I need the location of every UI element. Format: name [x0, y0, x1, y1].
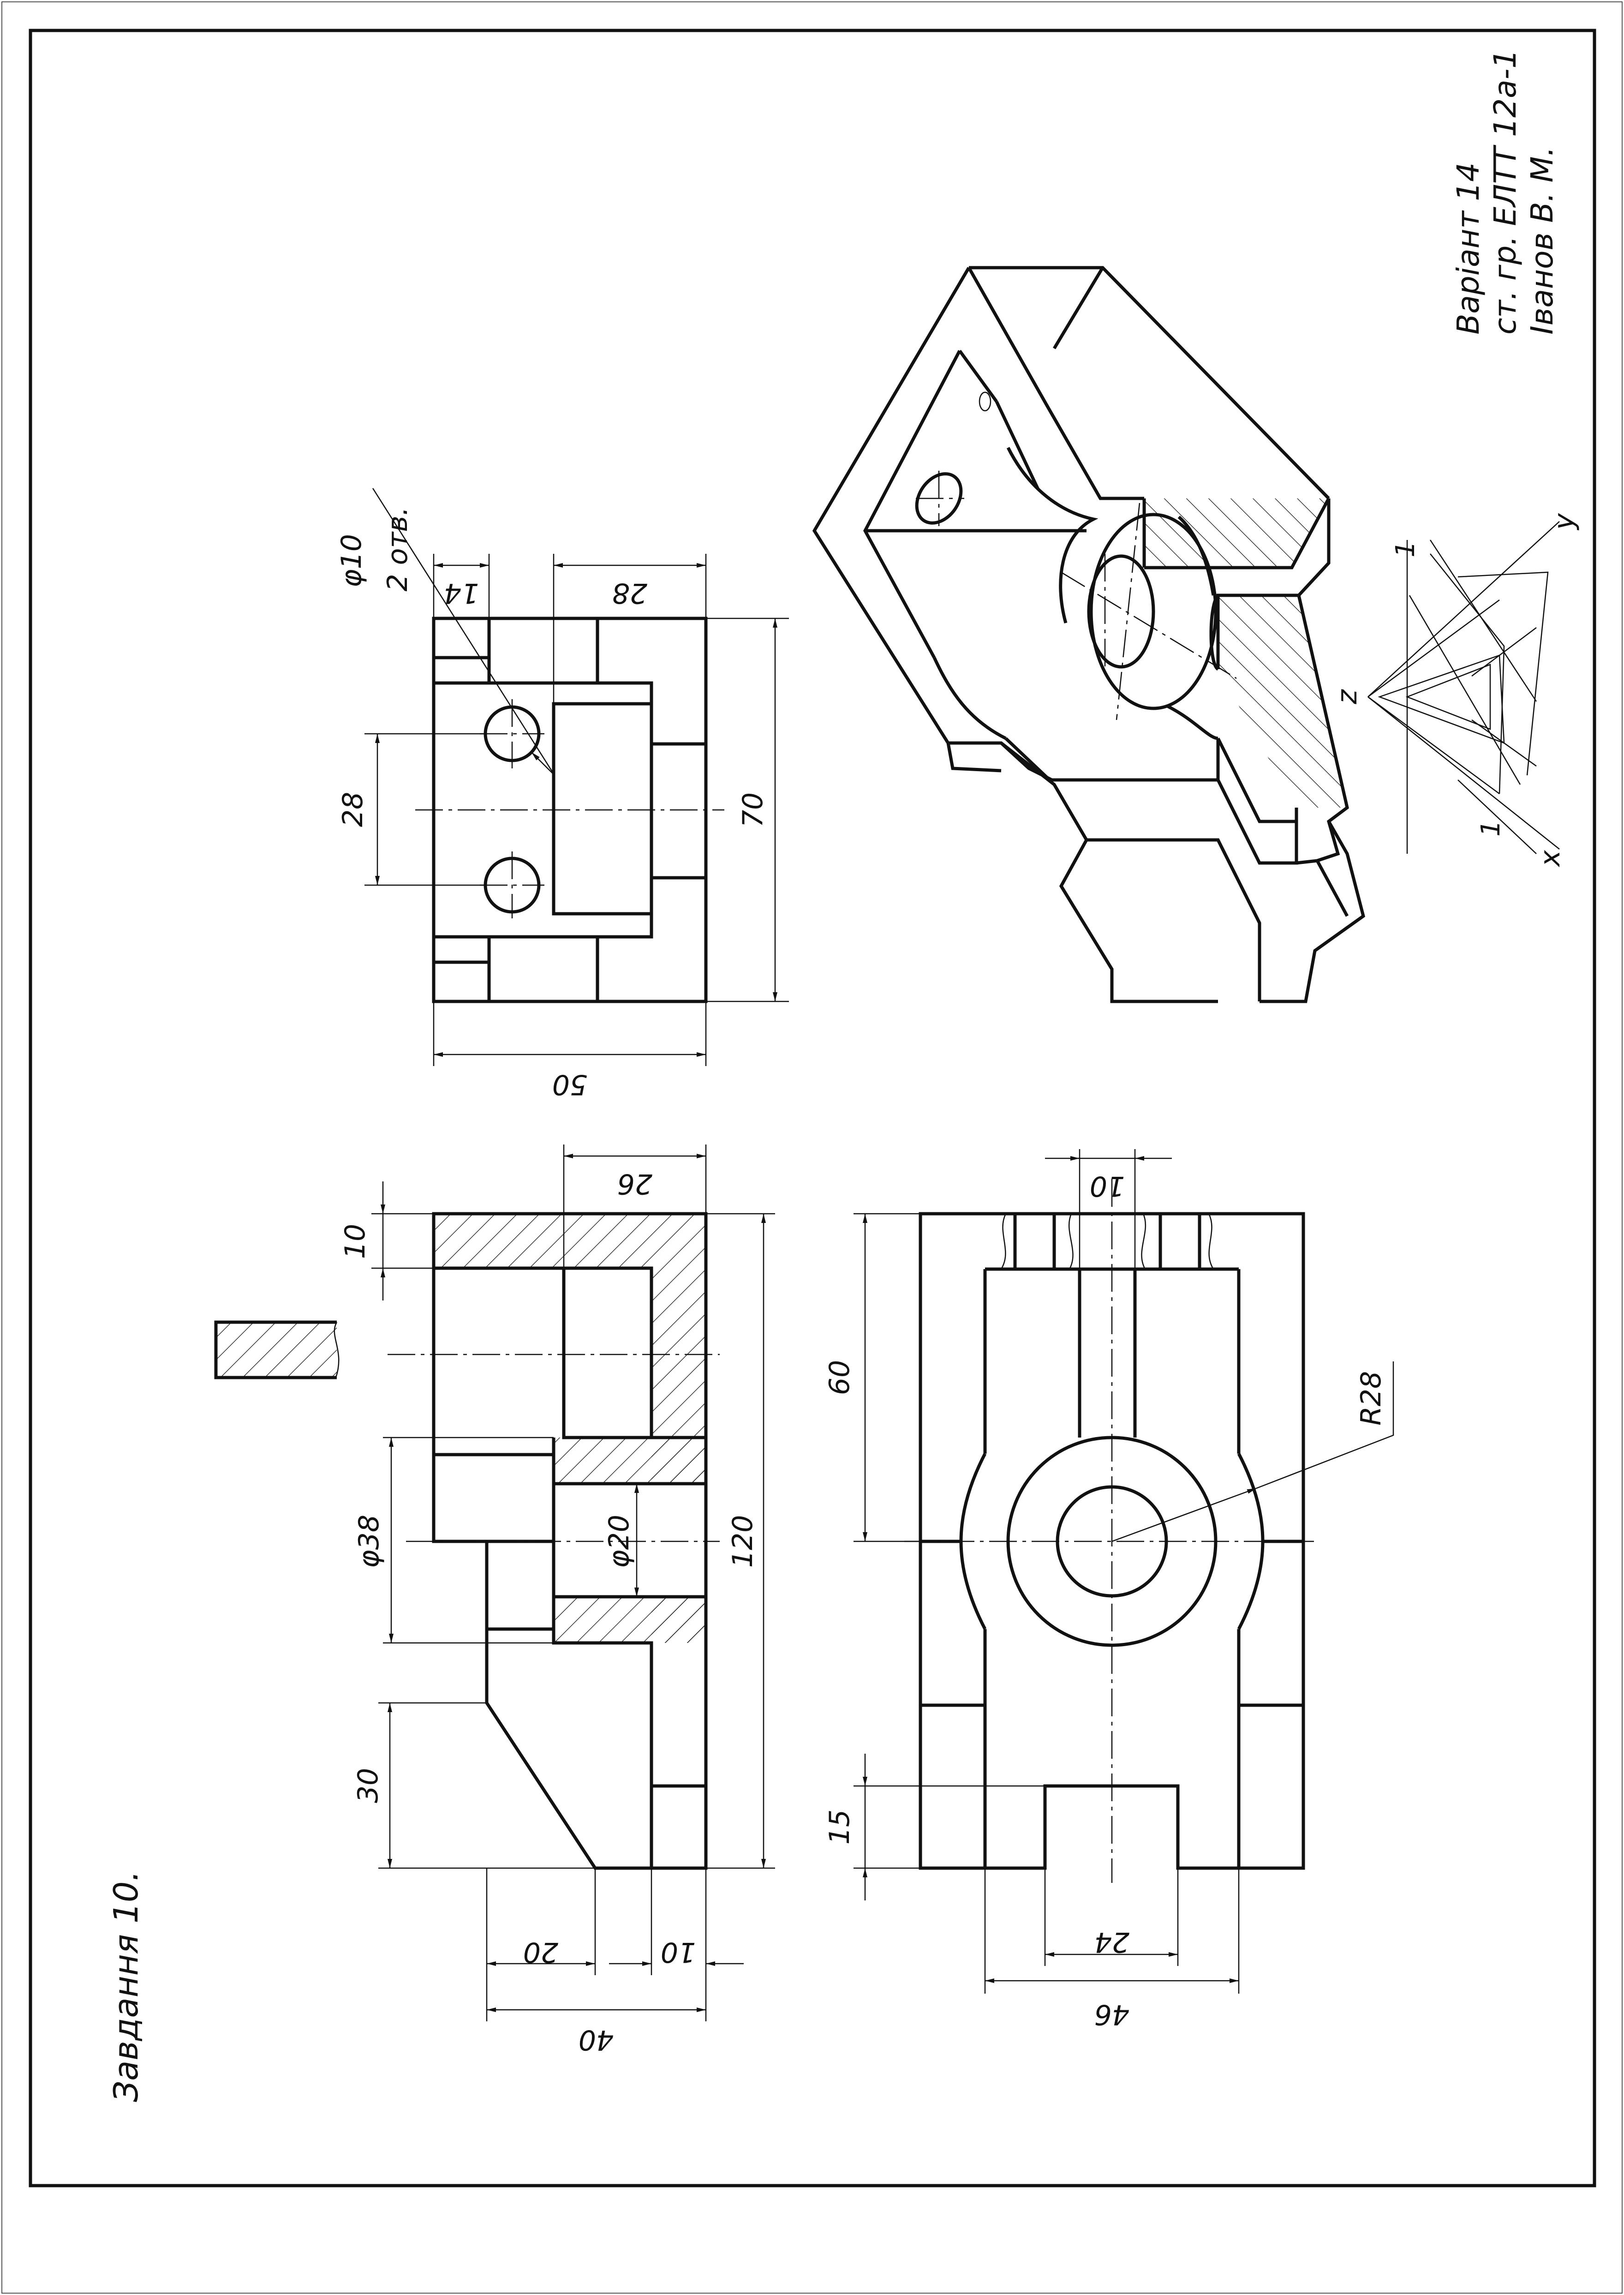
plan-view: φ10 2 отв. 14 28 28 70 50 [335, 488, 789, 1101]
dim-24: 24 [1094, 1926, 1129, 1958]
front-view: 10 60 R28 15 24 46 [824, 1149, 1394, 2031]
axis-label-y: y [1548, 513, 1580, 531]
dim-phi10: φ10 [335, 534, 368, 587]
dim-60: 60 [824, 1360, 856, 1395]
dim-r28: R28 [1355, 1371, 1387, 1426]
section-window-upper [564, 1268, 651, 1438]
variant-label: Варіант 14 [1451, 162, 1486, 335]
task-label: Завдання 10. [107, 1871, 145, 2102]
section-hatch-mid-lower [554, 1597, 706, 1643]
axis-label-1-bottom: 1 [1476, 820, 1506, 837]
dim-40: 40 [579, 2024, 614, 2056]
dim-14: 14 [444, 577, 479, 609]
dim-phi38: φ38 [353, 1515, 385, 1568]
dim-30: 30 [352, 1768, 384, 1803]
dim-46: 46 [1094, 1998, 1129, 2031]
dim-20: 20 [523, 1936, 558, 1968]
dim-10-front: 10 [1090, 1170, 1125, 1202]
group-label: ст. гр. ЕЛТТ 12а-1 [1487, 49, 1523, 335]
section-bore [554, 1484, 706, 1597]
dim-10-top: 10 [339, 1224, 371, 1259]
dim-28-top: 28 [612, 577, 647, 609]
student-label: Іванов В. М. [1524, 147, 1560, 335]
dim-15: 15 [824, 1810, 856, 1845]
dim-70: 70 [737, 792, 769, 827]
axonometric-axes: z y x 1 1 [1331, 513, 1580, 868]
dim-120: 120 [727, 1515, 759, 1568]
side-section-view: 10 26 φ38 φ20 120 30 20 10 40 [339, 1145, 775, 2056]
dim-28-left: 28 [337, 792, 369, 827]
axis-label-1-top: 1 [1391, 541, 1421, 557]
dim-50: 50 [552, 1068, 587, 1101]
dim-26: 26 [617, 1168, 652, 1200]
removed-section [214, 1320, 340, 1379]
dim-10-bottom: 10 [661, 1936, 696, 1968]
section-window-lower [651, 1643, 706, 1786]
axis-label-x: x [1534, 850, 1566, 868]
section-hatch-mid-upper [554, 1438, 706, 1484]
dim-2-holes: 2 отв. [382, 507, 414, 591]
sheet-frame [29, 29, 1596, 2187]
isometric-view [812, 266, 1365, 1003]
axis-label-z: z [1331, 689, 1363, 705]
dim-phi20: φ20 [603, 1515, 635, 1568]
